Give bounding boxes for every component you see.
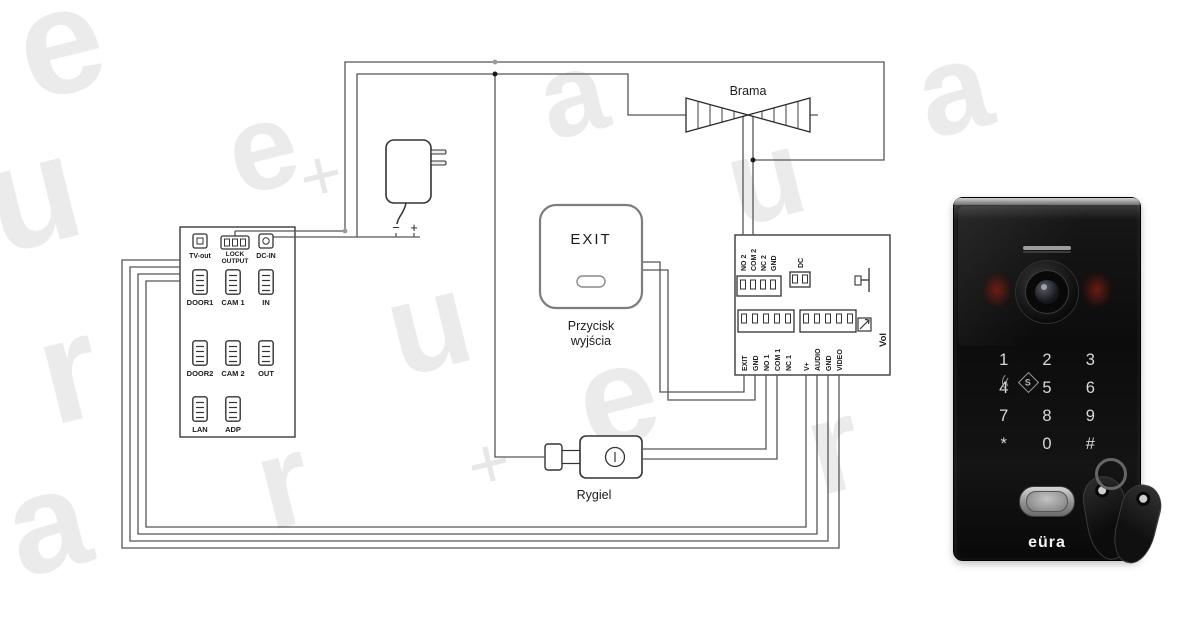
brand-logo: eüra [1028,534,1066,551]
port-icon-cam1 [225,269,241,295]
vol-label: Vol [878,333,889,347]
module-dc-label: DC [798,258,805,268]
keypad-key: 6 [1085,378,1095,397]
port-label: IN [262,298,270,307]
camera-glint [1041,284,1047,290]
lock-output-label: OUTPUT [222,258,249,265]
exit-button: EXIT Przycisk wyjścia [568,231,615,348]
port-label: LAN [192,425,207,434]
wires [121,61,885,549]
rfid-wave-icon [1002,372,1022,392]
module-pin-label: NC 2 [761,255,768,271]
module-pin-label: NO 1 [764,355,771,371]
rfid-card-icon: S [1017,371,1040,394]
relay-module: NO 2 COM 2 NC 2 GND DC EXIT GND NO 1 COM… [736,249,889,371]
module-bottom-right-connector [799,309,857,333]
lock-output-label: LOCK [226,251,245,258]
module-pin-label: GND [826,355,833,371]
port-label: OUT [258,369,274,378]
power-adapter: − + [392,149,447,235]
station-top-cap [954,198,1140,205]
bolt-lock-label: Rygiel [577,488,612,502]
keypad-key: 2 [1042,350,1052,369]
module-pin-label: GND [771,255,778,271]
relay-module-box [734,234,891,376]
adapter-plus-label: + [410,220,418,235]
keypad-key: # [1085,434,1095,453]
exit-button-led-window [576,275,606,288]
keypad-key: 3 [1085,350,1095,369]
keypad: 1 2 3 4 5 6 7 8 9 * 0 # [982,346,1112,458]
rfid-letter: S [1025,377,1032,388]
module-pin-label: GND [753,355,760,371]
exit-button-caption: wyjścia [570,334,611,348]
keypad-key: 0 [1042,434,1052,453]
camera-glass [1035,280,1059,304]
doorbell-button [1019,486,1075,517]
gate-symbol: Brama [685,84,811,133]
module-pin-label: NC 1 [786,355,793,371]
adapter-cable [396,202,407,225]
gate-label: Brama [730,84,767,98]
module-pin-label: VIDEO [837,349,844,371]
ir-led-right [1082,272,1112,308]
port-icon-door2 [192,340,208,366]
bolt-lock-body [544,435,643,479]
port-label: CAM 2 [221,369,244,378]
lock-output-icon [220,235,250,250]
port-label: CAM 1 [221,298,244,307]
module-pin-label: V+ [804,362,811,371]
keypad-key: 1 [999,350,1009,369]
dcin-icon [258,233,274,249]
key-ring-icon [1095,458,1127,490]
exit-button-label: EXIT [570,231,611,248]
module-pin-label: COM 2 [751,249,758,271]
bolt-lock: Rygiel [577,446,626,502]
tvout-label: TV-out [189,253,211,260]
speaker-slot-shadow [1023,251,1071,253]
tvout-icon [192,233,208,249]
keypad-key: 5 [1042,378,1052,397]
camera-lens [1015,260,1079,324]
dcin-label: DC-IN [256,253,275,260]
port-icon-cam2 [225,340,241,366]
rfid-icon: S [1002,368,1040,396]
plug-prongs-icon [430,149,447,166]
power-adapter-body [385,139,432,204]
gate-hatching [697,101,799,129]
port-label: DOOR2 [187,369,214,378]
module-pin-label: AUDIO [815,348,822,371]
device-boxes [179,139,891,479]
doorbell-button-inner [1026,491,1068,512]
module-pin-label: NO 2 [741,255,748,271]
speaker-slot-icon [1023,246,1071,250]
port-icon-out [258,340,274,366]
jack-icon [854,268,870,292]
keypad-key: 7 [999,406,1009,425]
ir-led-left [982,272,1012,308]
port-icon-in [258,269,274,295]
vol-icon [857,317,872,332]
keypad-key: 8 [1042,406,1052,425]
adapter-minus-label: − [392,220,400,235]
port-icon-lan [192,396,208,422]
exit-button-body [538,203,644,310]
keypad-key: * [1000,434,1007,453]
module-pin-label: COM 1 [775,349,782,371]
module-dc-connector [789,271,811,288]
fob-hole [1134,490,1152,508]
port-label: DOOR1 [187,298,214,307]
exit-button-caption: Przycisk [568,319,615,333]
monitor-panel: TV-out LOCK OUTPUT DC-IN DOOR1 CAM 1 IN … [187,233,276,434]
keypad-key: 9 [1085,406,1095,425]
port-label: ADP [225,425,241,434]
module-pin-label: EXIT [742,355,749,371]
module-bottom-left-connector [737,309,795,333]
port-icon-door1 [192,269,208,295]
port-icon-adp [225,396,241,422]
module-top-connector [736,275,782,297]
